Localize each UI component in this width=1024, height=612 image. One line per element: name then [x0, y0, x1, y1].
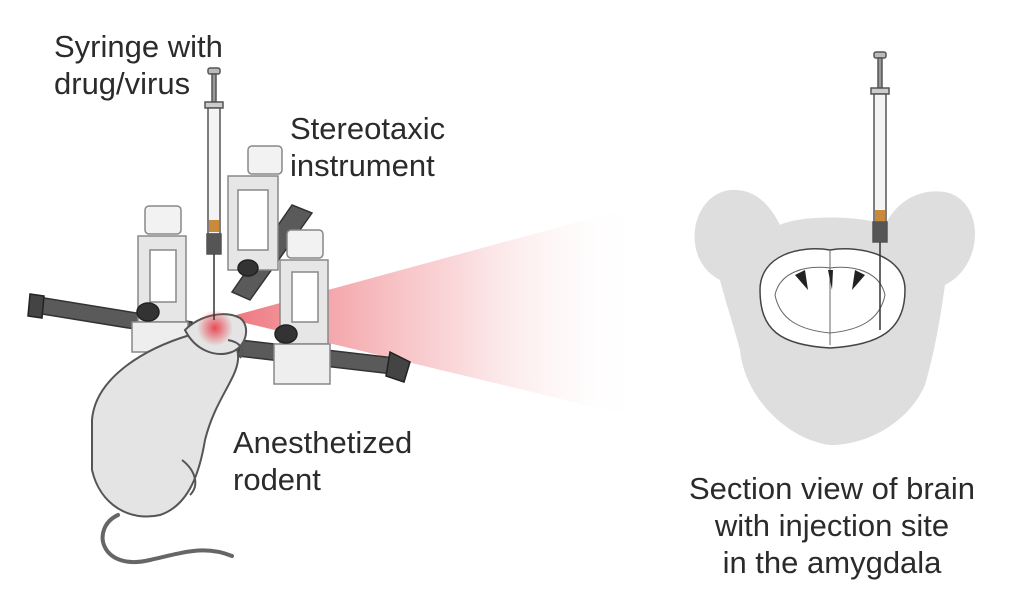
zoom-beam [225, 205, 640, 418]
stereotaxic-label-line-1: Stereotaxic [290, 111, 446, 146]
manipulator-back [227, 145, 283, 277]
section-view-label-line-3: in the amygdala [722, 545, 942, 580]
syringe-left [204, 67, 224, 320]
section-view-label-line-1: Section view of brain [688, 471, 976, 506]
stereotaxic-label: Stereotaxic instrument [290, 110, 445, 184]
rodent [91, 313, 248, 564]
section-view-label: Section view of brain with injection sit… [646, 470, 1018, 581]
syringe-label-line-2: drug/virus [54, 66, 191, 101]
rodent-label-line-1: Anesthetized [233, 425, 413, 460]
brain-section-view [694, 189, 975, 445]
syringe-label: Syringe with drug/virus [54, 28, 223, 102]
manipulator-right [273, 229, 331, 385]
syringe-right [870, 51, 890, 330]
rodent-label-line-2: rodent [233, 462, 321, 497]
syringe-label-line-1: Syringe with [54, 29, 223, 64]
rodent-label: Anesthetized rodent [233, 424, 412, 498]
manipulator-left [131, 205, 189, 353]
injection-spot [197, 310, 233, 346]
stereotaxic-label-line-2: instrument [290, 148, 435, 183]
section-view-label-line-2: with injection site [714, 508, 950, 543]
